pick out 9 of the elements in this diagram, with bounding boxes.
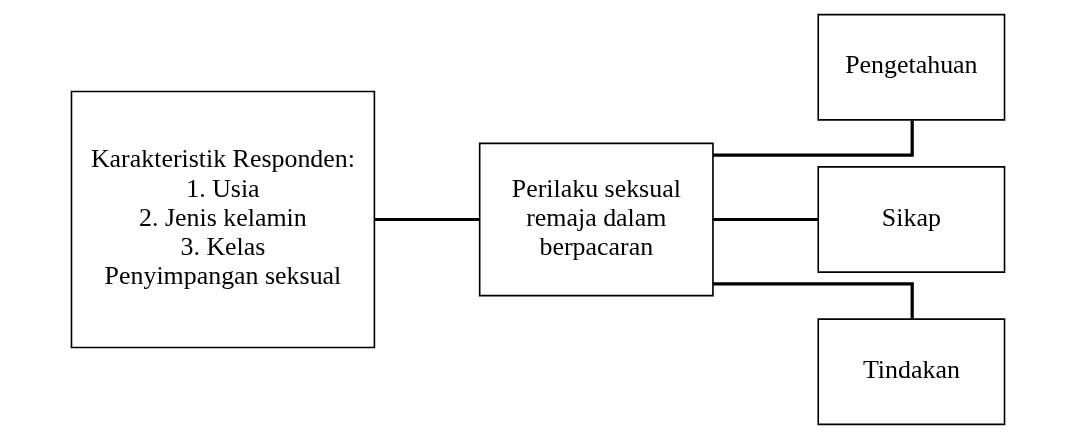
connector [713, 217, 818, 222]
node-box: Sikap [817, 166, 1006, 273]
node-box: Tindakan [817, 318, 1006, 426]
node-box: Pengetahuan [817, 13, 1006, 121]
node-box: Karakteristik Responden: 1. Usia 2. Jenis kelamin 3. Kelas Penyimpangan seksual [70, 90, 376, 349]
connector [374, 217, 480, 222]
connector [713, 282, 914, 319]
connector [713, 120, 914, 157]
node-box: Perilaku seksual remaja dalam berpacaran [478, 142, 714, 297]
